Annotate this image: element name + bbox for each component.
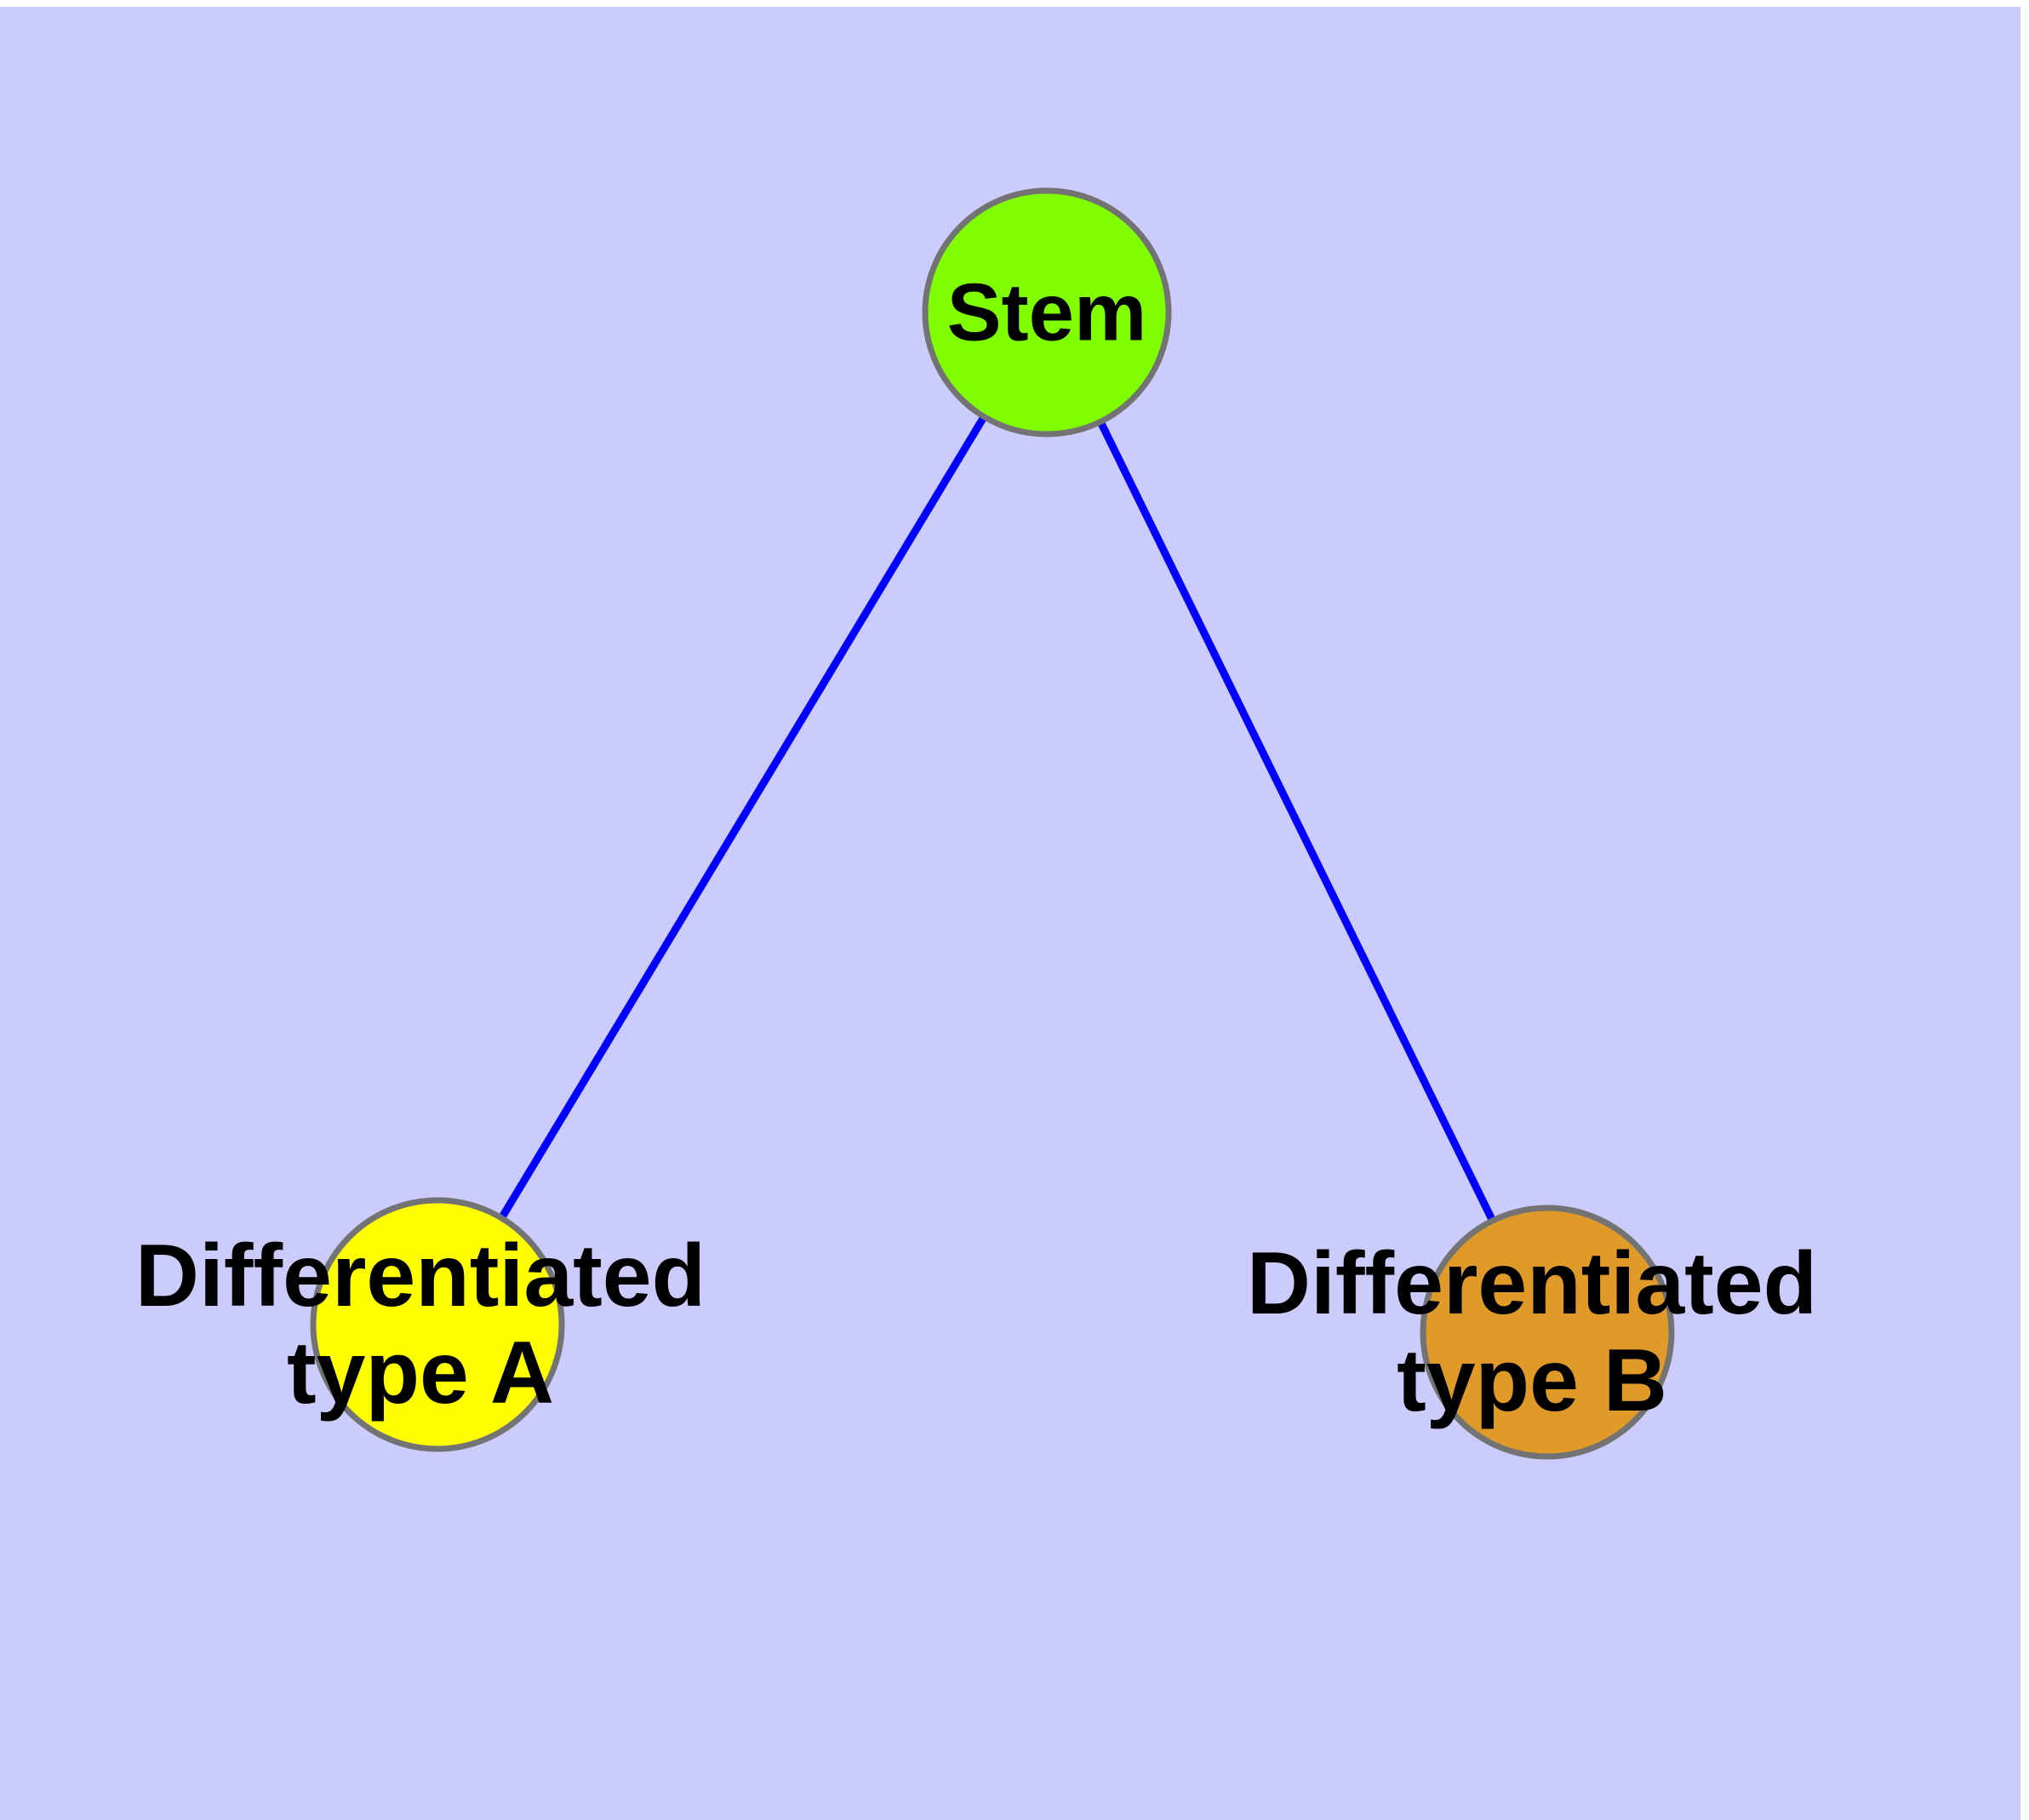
edge-stem-to-differentiated-type-b[interactable] xyxy=(1043,311,1552,1334)
edge-stem-to-differentiated-type-a[interactable] xyxy=(434,310,1050,1327)
node-label-stem: Stem xyxy=(947,267,1147,358)
node-differentiated-type-b[interactable]: Differentiated type B xyxy=(1247,1205,1817,1460)
node-label-differentiated-type-a-line2: type A xyxy=(287,1324,554,1422)
node-layer: Stem Differentiated type A Differentiate… xyxy=(135,187,1817,1460)
node-label-differentiated-type-b-line1: Differentiated xyxy=(1247,1234,1817,1333)
node-stem[interactable]: Stem xyxy=(922,187,1172,438)
edge-layer xyxy=(434,310,1552,1334)
node-label-differentiated-type-a-line1: Differentiated xyxy=(135,1227,706,1325)
node-circle-differentiated-type-a[interactable] xyxy=(310,1197,565,1452)
node-circle-differentiated-type-b[interactable] xyxy=(1420,1205,1675,1460)
node-label-differentiated-type-b-line2: type B xyxy=(1397,1331,1667,1430)
node-circle-stem[interactable] xyxy=(922,187,1172,438)
node-differentiated-type-a[interactable]: Differentiated type A xyxy=(135,1197,706,1452)
